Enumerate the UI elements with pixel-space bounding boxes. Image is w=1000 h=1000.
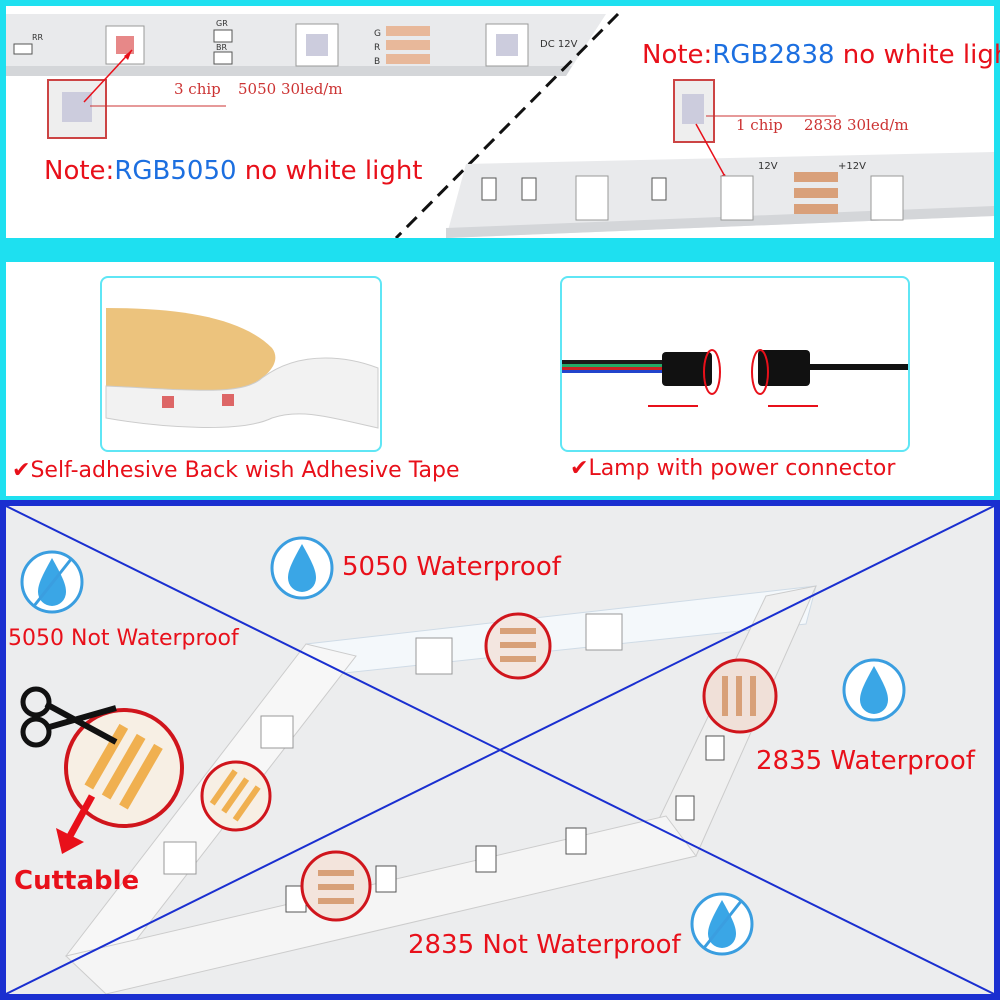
- check-icon: ✔: [12, 458, 31, 483]
- connector-caption: ✔Lamp with power connector: [570, 456, 896, 481]
- power-connector-image: [562, 349, 908, 407]
- rgb5050-note: Note:RGB5050 no white light: [44, 156, 423, 186]
- rgb5050-spec: 5050 30led/m: [238, 80, 343, 98]
- waterproof-drop-icon-2835: [842, 658, 906, 722]
- rgb2838-strip-image: [446, 79, 994, 238]
- strip-label-br: BR: [216, 43, 228, 52]
- label-cuttable: Cuttable: [14, 866, 140, 896]
- bottom-panel: 5050 Waterproof 5050 Not Waterproof 2835…: [6, 506, 994, 994]
- middle-panel: ✔Self-adhesive Back wish Adhesive Tape ✔…: [6, 262, 994, 496]
- strip-pad-b: B: [374, 57, 381, 67]
- rgb2838-note: Note:RGB2838 no white light: [642, 40, 1000, 70]
- cut-arrow-icon: [56, 794, 96, 854]
- top-panel: DC 12V RR GR BR G R B 3 chip 5050 30led/…: [6, 6, 1000, 238]
- waterproof-drop-icon-5050: [270, 536, 334, 600]
- rgb5050-strip-image: [6, 12, 620, 238]
- not-waterproof-drop-icon-5050: [20, 550, 84, 614]
- adhesive-caption: ✔Self-adhesive Back wish Adhesive Tape: [12, 458, 460, 483]
- not-waterproof-drop-icon-2835: [690, 892, 754, 956]
- strip-label-dc12v: DC 12V: [540, 39, 578, 50]
- adhesive-tape-image: [105, 308, 379, 429]
- strip-pad-g: G: [374, 29, 381, 39]
- check-icon: ✔: [570, 456, 589, 481]
- adhesive-tape-image-frame: [100, 276, 382, 452]
- led-strip-comparison-image: [6, 506, 994, 994]
- label-2835-waterproof: 2835 Waterproof: [756, 746, 975, 776]
- scissors-icon: [20, 686, 118, 748]
- strip-pad-r: R: [374, 43, 381, 53]
- label-2835-not-waterproof: 2835 Not Waterproof: [408, 930, 681, 960]
- strip-label-plus12v: +12V: [838, 161, 866, 172]
- strip-label-gr: GR: [216, 19, 228, 28]
- strip-label-12v: 12V: [758, 161, 778, 172]
- connector-image-frame: [560, 276, 910, 452]
- rgb2838-chip-label: 1 chip: [736, 116, 783, 134]
- label-5050-not-waterproof: 5050 Not Waterproof: [8, 626, 239, 651]
- label-5050-waterproof: 5050 Waterproof: [342, 552, 561, 582]
- rgb5050-chip-label: 3 chip: [174, 80, 221, 98]
- rgb2838-spec: 2838 30led/m: [804, 116, 909, 134]
- strip-label-rr: RR: [32, 33, 44, 42]
